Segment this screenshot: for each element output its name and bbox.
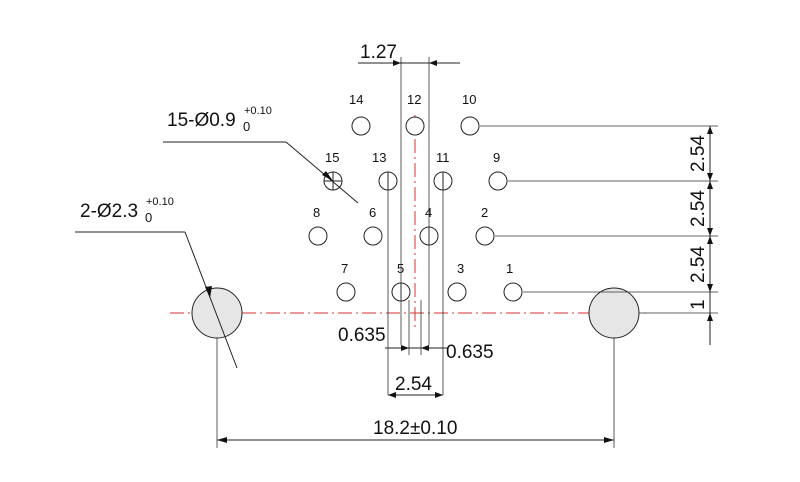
dim-row-pitch: 2.54 2.54 2.54 1	[480, 125, 718, 345]
dim-label: 0.635	[338, 325, 386, 346]
callout-text: 2-Ø2.3	[80, 201, 138, 222]
dim-label: 18.2±0.10	[373, 418, 457, 439]
pin-label: 6	[369, 205, 376, 220]
dim-label: 2.54	[688, 190, 709, 227]
dim-label: 0.635	[446, 342, 494, 363]
dim-label: 2.54	[688, 135, 709, 172]
pin-label: 8	[313, 205, 320, 220]
dim-label: 1	[688, 299, 709, 310]
pin-7	[336, 282, 356, 302]
pin-label: 2	[481, 205, 488, 220]
callout-tol-upper: +0.10	[146, 196, 174, 208]
pin-label: 1	[506, 261, 513, 276]
pin-label: 13	[372, 150, 386, 165]
mounting-hole-left	[191, 287, 243, 339]
pin-label: 14	[349, 92, 363, 107]
dim-pitch-bottom: 2.54	[388, 374, 443, 398]
pin-label: 3	[457, 261, 464, 276]
pin-label: 7	[341, 261, 348, 276]
pin-9	[488, 171, 508, 191]
callout-tol-lower: 0	[145, 210, 152, 225]
pin-8	[308, 226, 328, 246]
pin-diameter-callout: 15-Ø0.9 +0.10 0	[163, 105, 359, 204]
pin-label: 11	[436, 150, 450, 165]
callout-tol-lower: 0	[243, 119, 250, 134]
pin-6	[363, 226, 383, 246]
mounting-hole-right	[588, 287, 640, 339]
pin-2	[475, 226, 495, 246]
dim-overall-width: 18.2±0.10	[216, 338, 615, 448]
pin-label: 9	[493, 150, 500, 165]
pin-label: 15	[325, 150, 339, 165]
pin-1	[503, 282, 523, 302]
pin-14	[351, 116, 371, 136]
pin-extension-lines	[387, 57, 444, 395]
dim-label: 2.54	[688, 246, 709, 283]
dim-label: 1.27	[360, 42, 397, 63]
dim-label: 2.54	[395, 374, 432, 395]
pin-label: 12	[407, 92, 421, 107]
dim-offsets: 0.635 0.635	[338, 325, 494, 363]
pin-3	[447, 282, 467, 302]
dim-pitch-top: 1.27	[358, 42, 460, 66]
pin-10	[460, 116, 480, 136]
pin-label: 10	[462, 92, 476, 107]
callout-tol-upper: +0.10	[244, 105, 272, 117]
callout-text: 15-Ø0.9	[167, 110, 236, 131]
hole-diameter-callout: 2-Ø2.3 +0.10 0	[75, 196, 238, 369]
pin-12	[405, 116, 425, 136]
